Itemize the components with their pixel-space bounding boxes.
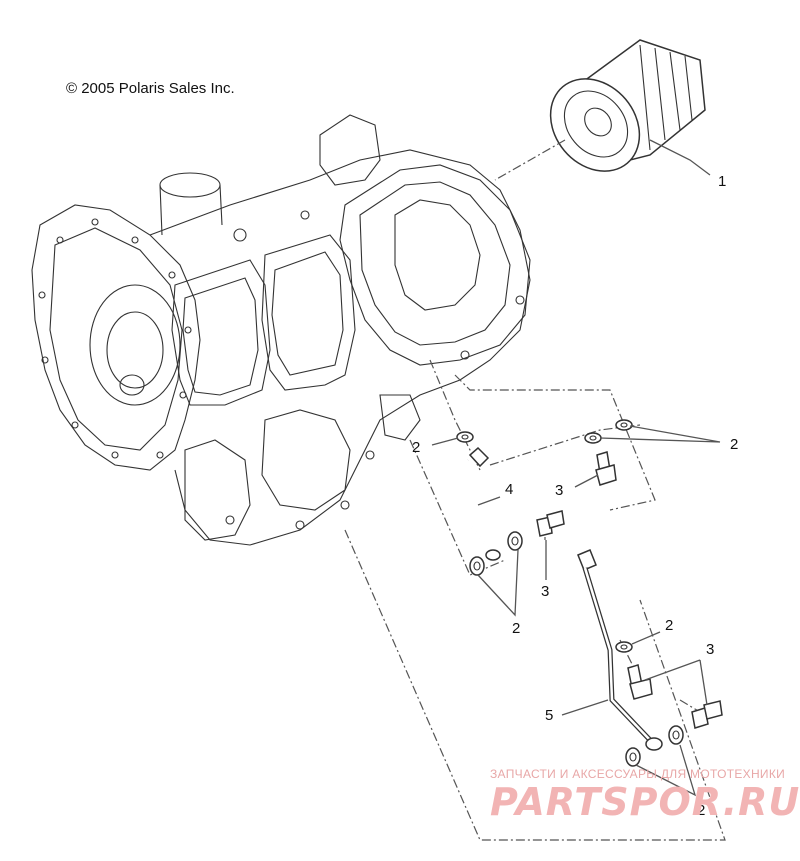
bolts [536,451,723,729]
lower-oil-line[interactable] [577,549,663,751]
callout-washers-right-upper: 2 [730,436,738,453]
callout-bolt-middle: 3 [541,583,549,600]
callout-washer-left-upper: 2 [412,439,420,456]
callout-bolt-upper: 3 [555,482,563,499]
watermark-subtitle: ЗАПЧАСТИ И АКСЕССУАРЫ ДЛЯ МОТОТЕХНИКИ [490,767,786,781]
callout-numbers: 1 2 2 3 4 3 2 2 3 5 2 [412,173,738,819]
callout-line-upper: 4 [505,481,513,498]
oil-filter[interactable] [532,39,706,189]
watermark-logo: PARTSPOR.RU [490,780,800,824]
leader-lines [431,139,721,797]
callout-line-lower: 5 [545,707,553,724]
callout-washers-lower-left: 2 [512,620,520,637]
callout-washers-bottom: 2 [697,802,705,819]
upper-oil-line[interactable] [453,446,501,561]
assembly-lines [344,139,726,841]
callout-bolts-lower: 3 [706,641,714,658]
callout-washer-mid-right: 2 [665,617,673,634]
washers [456,419,684,767]
copyright-notice: © 2005 Polaris Sales Inc. [66,80,235,97]
callout-filter: 1 [718,173,726,190]
engine-crankcase [31,114,531,546]
